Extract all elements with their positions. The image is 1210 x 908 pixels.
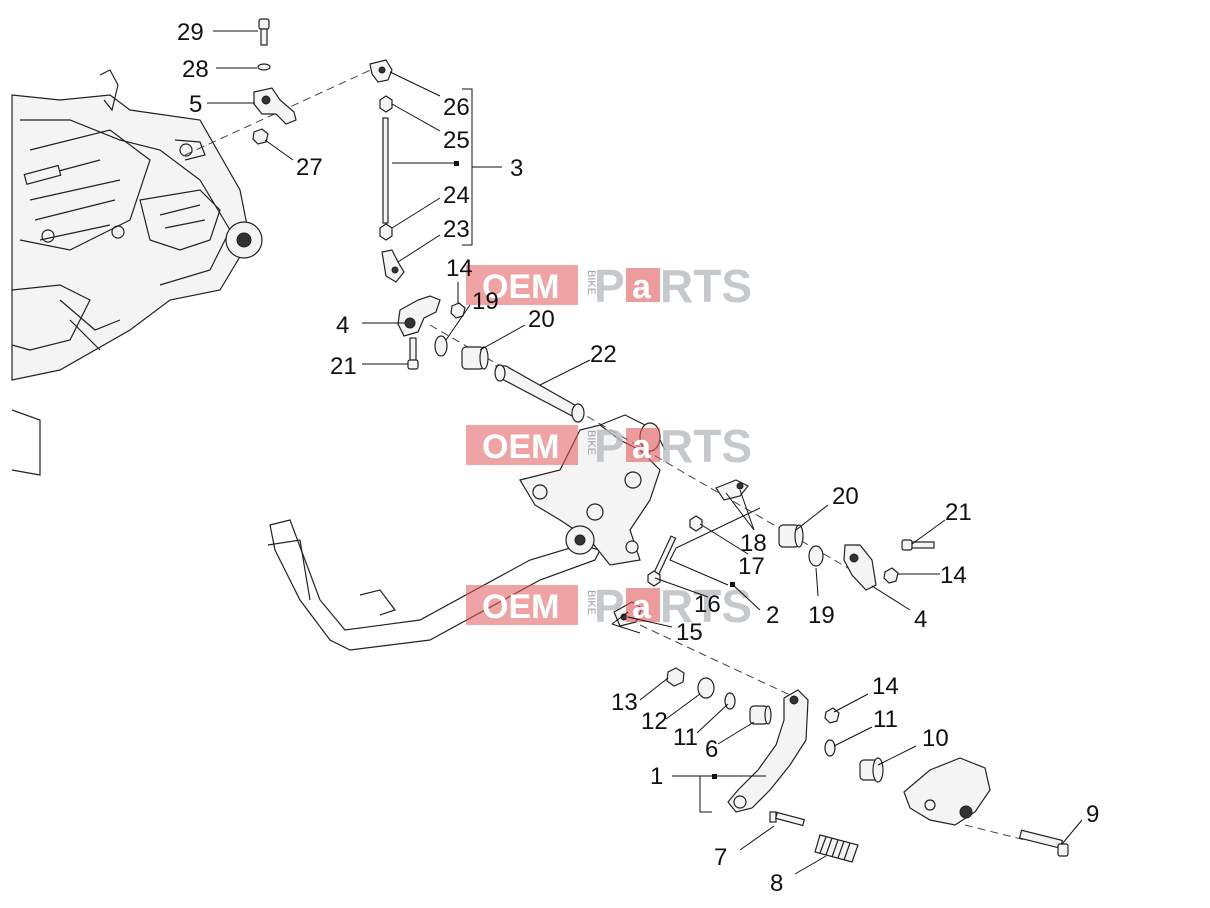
watermark-2: OEM BIKE P a RTS [466,420,752,472]
label-13: 13 [611,689,638,716]
part-9-bolt [1018,829,1069,857]
part-4-lever-upper [397,295,441,337]
label-11-right: 11 [873,706,898,733]
part-1-gear-lever [727,689,809,813]
svg-text:OEM: OEM [482,588,559,626]
label-29: 29 [177,19,204,46]
part-18-ball-joint [715,479,749,501]
svg-text:P: P [594,580,625,632]
part-13-nut [666,667,685,687]
label-8: 8 [770,870,783,897]
part-4-lever-right [843,544,877,591]
label-20-right: 20 [832,483,859,510]
svg-text:OEM: OEM [482,268,559,306]
part-11-ring-right [824,739,836,757]
part-23-ball-joint [381,249,405,283]
part-17-nut [689,515,703,532]
part-19-washer-upper [434,335,448,357]
label-3: 3 [510,155,523,182]
part-7-pin [769,811,806,827]
label-11-left: 11 [673,724,698,751]
label-9: 9 [1086,801,1099,828]
label-16: 16 [694,591,721,618]
svg-text:BIKE: BIKE [585,590,597,615]
svg-text:a: a [632,268,652,306]
svg-text:RTS: RTS [660,420,752,472]
svg-text:a: a [632,428,652,466]
part-5-lever [253,87,297,125]
svg-text:a: a [632,588,652,626]
part-10-bushing [859,757,884,783]
svg-text:OEM: OEM [482,428,559,466]
watermark-3: OEM BIKE P a RTS [466,580,752,632]
label-23: 23 [443,216,470,243]
part-20-bushing-upper [461,346,489,370]
label-21-upper: 21 [330,353,357,380]
label-25: 25 [443,127,470,154]
footrest-bracket [903,757,991,826]
label-22: 22 [590,341,617,368]
svg-text:BIKE: BIKE [585,430,597,455]
part-25-nut [379,95,393,113]
watermark-1: OEM BIKE P a RTS [466,260,752,312]
part-20-bushing-right [778,524,804,548]
engine-block-illustration [11,69,263,476]
part-12-washer [697,677,715,699]
svg-text:P: P [594,260,625,312]
svg-text:RTS: RTS [660,260,752,312]
label-24: 24 [443,182,470,209]
label-4-upper: 4 [336,312,349,339]
label-15: 15 [676,619,703,646]
label-4-right: 4 [914,606,927,633]
part-11-ring-left [724,692,736,710]
label-14-upper: 14 [446,255,473,282]
label-14-right: 14 [940,562,967,589]
label-10: 10 [922,725,949,752]
part-8-rubber-peg [814,834,859,863]
part-26-ball-joint [369,59,393,83]
label-7: 7 [714,844,727,871]
label-19-upper: 19 [472,288,499,315]
part-21-bolt-right [901,539,935,551]
label-14-lower: 14 [872,673,899,700]
label-27: 27 [296,154,323,181]
label-1: 1 [650,763,663,790]
svg-text:BIKE: BIKE [585,270,597,295]
part-28-washer [257,63,271,71]
part-27-nut [252,128,269,145]
label-28: 28 [182,56,209,83]
label-6: 6 [705,736,718,763]
rod-body [382,117,389,224]
label-20-upper: 20 [528,306,555,333]
part-16-nut [647,570,661,587]
label-17: 17 [738,553,765,580]
part-24-nut [379,223,393,241]
label-21-right: 21 [945,499,972,526]
label-5: 5 [189,91,202,118]
label-19-right: 19 [808,602,835,629]
assembly-line-lower [639,624,791,696]
svg-text:P: P [594,420,625,472]
leader-lines [207,30,1083,875]
part-6-bushing [749,705,772,725]
label-2: 2 [766,602,779,629]
label-18: 18 [740,530,767,557]
part-number-labels: 29 28 5 27 26 25 3 24 23 14 19 20 4 21 2… [177,19,1099,897]
part-22-shaft [494,364,585,423]
label-12: 12 [641,708,668,735]
part-21-bolt-upper [407,337,419,370]
part-19-washer-right [808,545,824,567]
part-29-bolt [258,18,270,46]
label-26: 26 [443,94,470,121]
assembly-line-bolt [964,824,1026,841]
part-14-nut-right [883,567,899,584]
